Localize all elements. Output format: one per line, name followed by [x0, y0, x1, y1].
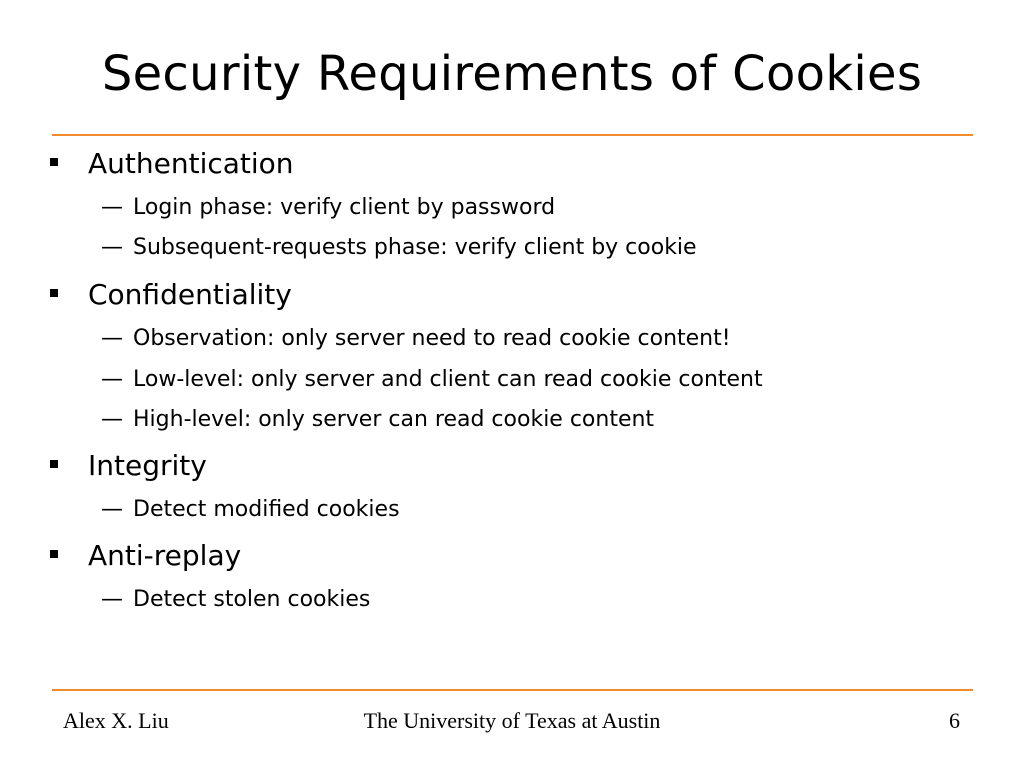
square-bullet-icon	[50, 289, 58, 297]
title-divider	[52, 134, 973, 136]
square-bullet-icon	[50, 158, 58, 166]
bullet-item-label: Confidentiality	[88, 278, 292, 311]
page-number: 6	[949, 708, 960, 733]
dash-bullet-icon: —	[101, 195, 123, 220]
footer-organization: The University of Texas at Austin	[363, 708, 661, 733]
dash-bullet-icon: —	[101, 497, 123, 522]
square-bullet-icon	[50, 550, 58, 558]
dash-bullet-icon: —	[101, 235, 123, 260]
dash-bullet-icon: —	[101, 326, 123, 351]
bullet-item-label: Anti-replay	[88, 539, 242, 572]
bullet-item-label: Integrity	[88, 449, 207, 482]
sub-item-label: Login phase: verify client by password	[133, 195, 556, 220]
sub-item-label: Detect stolen cookies	[133, 587, 371, 612]
footer-divider	[52, 689, 973, 691]
sub-item-label: Subsequent-requests phase: verify client…	[133, 235, 697, 260]
sub-item-label: Observation: only server need to read co…	[133, 326, 731, 351]
sub-item-label: Low-level: only server and client can re…	[133, 367, 763, 392]
sub-item-label: High-level: only server can read cookie …	[133, 407, 655, 432]
dash-bullet-icon: —	[101, 407, 123, 432]
slide-title: Security Requirements of Cookies	[101, 46, 923, 102]
sub-item-label: Detect modified cookies	[133, 497, 400, 522]
square-bullet-icon	[50, 460, 58, 468]
footer-author: Alex X. Liu	[63, 708, 169, 733]
dash-bullet-icon: —	[101, 587, 123, 612]
slide-content: Authentication — Login phase: verify cli…	[50, 147, 763, 612]
dash-bullet-icon: —	[101, 367, 123, 392]
bullet-item-label: Authentication	[88, 147, 294, 180]
